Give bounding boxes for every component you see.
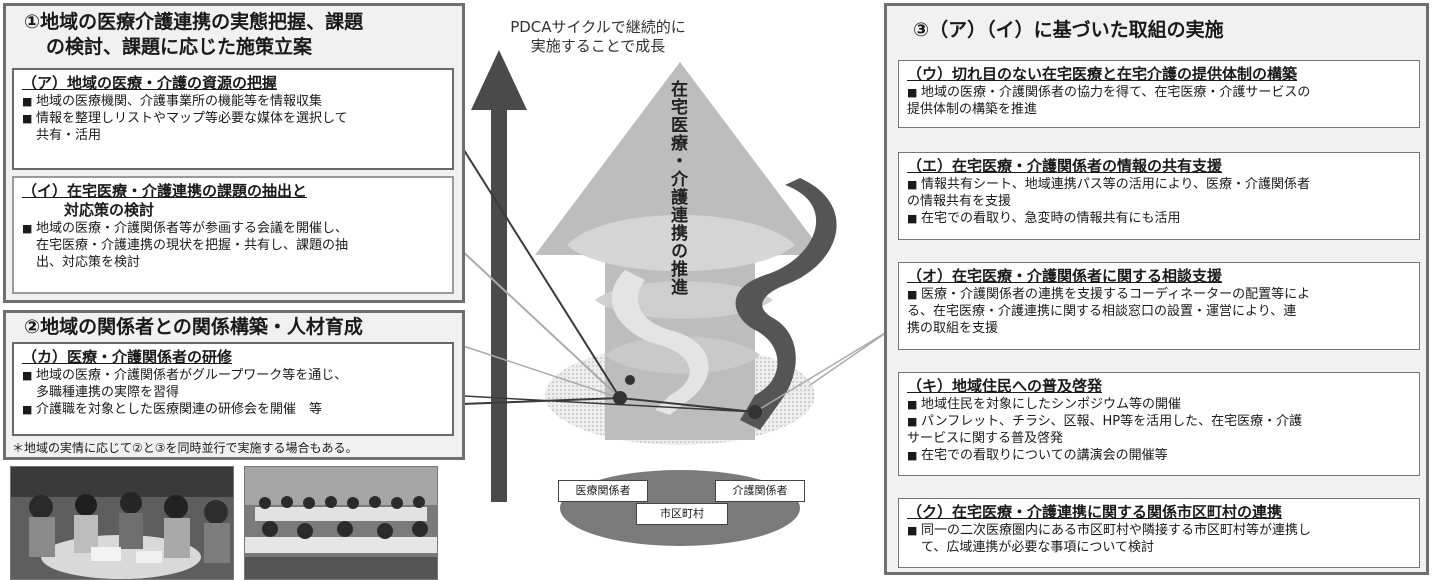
card-u: （ウ）切れ目のない在宅医療と在宅介護の提供体制の構築 地域の医療・介護関係者の協… [898,60,1420,128]
card-e-title: （エ）在宅医療・介護関係者の情報の共有支援 [907,157,1223,175]
card-o-line: 医療・介護関係者の連携を支援するコーディネーターの配置等によ [907,286,1411,303]
card-ki-line: パンフレット、チラシ、区報、HP等を活用した、在宅医療・介護 [907,413,1411,430]
card-ka-line: 地域の医療・介護関係者がグループワーク等を通じ、 [22,367,444,384]
card-e-line: 在宅での看取り、急変時の情報共有にも活用 [907,210,1411,227]
card-ki-line: 地域住民を対象にしたシンポジウム等の開催 [907,396,1411,413]
center-graphic [455,50,891,546]
connector-line [455,134,621,399]
connector-line [455,394,756,413]
card-a: （ア）地域の医療・介護の資源の把握 地域の医療機関、介護事業所の機能等を情報収集… [12,68,454,170]
spiral-band [567,215,795,272]
card-e-line: の情報共有を支援 [907,194,1012,209]
photo-conference [244,466,438,580]
connector-line [455,342,621,399]
node-dot [748,405,762,419]
card-a-title: （ア）地域の医療・介護の資源の把握 [22,74,278,92]
card-o-title: （オ）在宅医療・介護関係者に関する相談支援 [907,267,1223,285]
card-i-line: 在宅医療・介護連携の現状を把握・共有し、課題の抽 [36,238,349,253]
tag-city: 市区町村 [636,503,728,525]
card-i-title-line2: 対応策の検討 [64,201,155,219]
footnote: ＊地域の実情に応じて②と③を同時並行で実施する場合もある。 [12,441,358,455]
connector-line [619,397,756,413]
card-u-line: 提供体制の構築を推進 [907,102,1038,117]
card-ka-title: （カ）医療・介護関係者の研修 [22,348,233,366]
card-ku-line: 同一の二次医療圏内にある市区町村や隣接する市区町村等が連携し [907,522,1411,539]
connector-line [809,329,891,386]
card-ku-line: て、広域連携が必要な事項について検討 [921,540,1154,555]
photo-group-work-image [11,467,233,579]
tag-medical: 医療関係者 [558,480,648,502]
pale-helix [611,270,709,415]
card-e: （エ）在宅医療・介護関係者の情報の共有支援 情報共有シート、地域連携パス等の活用… [898,152,1420,240]
card-a-line: 地域の医療機関、介護事業所の機能等を情報収集 [22,93,444,110]
card-o-line: る、在宅医療・介護連携に関する相談窓口の設置・運営により、連 [907,304,1297,319]
card-ki: （キ）地域住民への普及啓発 地域住民を対象にしたシンポジウム等の開催 パンフレッ… [898,372,1420,476]
pdca-caption: PDCAサイクルで継続的に 実施することで成長 [478,18,718,56]
card-e-line: 情報共有シート、地域連携パス等の活用により、医療・介護関係者 [907,176,1411,193]
box2-title: ②地域の関係者との関係構築・人材育成 [24,316,363,338]
card-u-title: （ウ）切れ目のない在宅医療と在宅介護の提供体制の構築 [907,65,1298,83]
box1-title-line2: の検討、課題に応じた施策立案 [46,36,313,58]
card-ki-title: （キ）地域住民への普及啓発 [907,377,1103,395]
card-i: （イ）在宅医療・介護連携の課題の抽出と 対応策の検討 地域の医療・介護関係者等が… [12,176,454,294]
vertical-title: 在宅医療・介護連携の推進 [667,80,687,296]
photo-conference-image [245,467,437,579]
card-i-title-line1: （イ）在宅医療・介護連携の課題の抽出と [22,182,308,200]
card-ka: （カ）医療・介護関係者の研修 地域の医療・介護関係者がグループワーク等を通じ、 … [12,342,454,436]
card-ku: （ク）在宅医療・介護連携に関する関係市区町村の連携 同一の二次医療圏内にある市区… [898,498,1420,568]
connector-line [754,329,891,413]
card-o: （オ）在宅医療・介護関係者に関する相談支援 医療・介護関係者の連携を支援するコー… [898,262,1420,350]
vertical-arrow-shaft [491,92,507,502]
pdca-line2: 実施することで成長 [530,37,666,55]
photo-group-work [10,466,234,580]
card-i-line: 出、対応策を検討 [36,255,141,270]
card-ka-line: 多職種連携の実際を習得 [36,385,180,400]
pdca-line1: PDCAサイクルで継続的に [510,18,686,36]
dark-helix [735,178,837,430]
box1-title-line1: ①地域の医療介護連携の実態把握、課題 [24,11,364,33]
card-ki-line: サービスに関する普及啓発 [907,431,1064,446]
card-a-line: 情報を整理しリストやマップ等必要な媒体を選択して [22,110,444,127]
tag-care: 介護関係者 [715,480,805,502]
card-i-line: 地域の医療・介護関係者等が参画する会議を開催し、 [22,220,444,237]
connector-line [455,242,621,399]
card-u-line: 地域の医療・介護関係者の協力を得て、在宅医療・介護サービスの [907,84,1411,101]
node-dot [625,375,635,385]
box1-title: ①地域の医療介護連携の実態把握、課題 の検討、課題に応じた施策立案 [24,10,363,60]
card-ku-title: （ク）在宅医療・介護連携に関する関係市区町村の連携 [907,503,1283,521]
card-a-line: 共有・活用 [36,128,102,143]
connector-line [455,397,621,406]
node-dot [613,391,627,405]
card-o-line: 携の取組を支援 [907,321,999,336]
box3-title: ③（ア）（イ）に基づいた取組の実施 [913,19,1224,41]
card-ki-line: 在宅での看取りについての講演会の開催等 [907,447,1411,464]
vertical-arrow-head [471,50,527,110]
card-ka-line: 介護職を対象とした医療関連の研修会を開催 等 [22,401,444,418]
